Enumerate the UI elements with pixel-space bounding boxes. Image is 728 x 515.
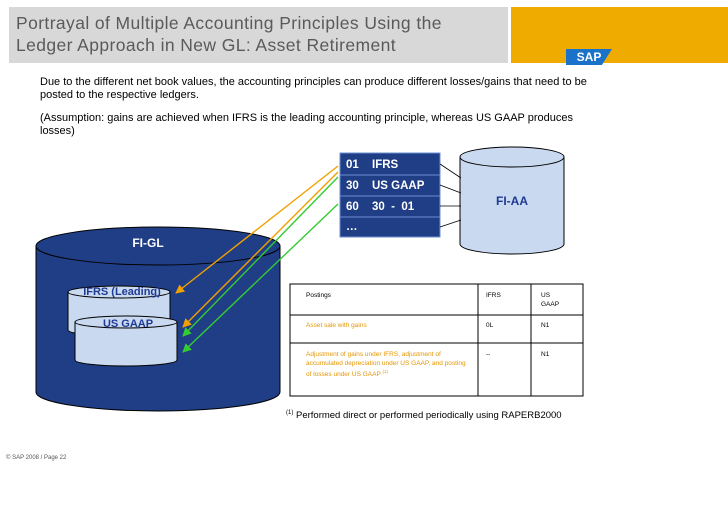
area-60-name: 30 - 01 bbox=[372, 201, 415, 213]
intro-paragraph-1: Due to the different net book values, th… bbox=[40, 76, 587, 101]
ifrs-gain-arrow bbox=[175, 165, 339, 294]
usgaap-gain-arrow bbox=[182, 171, 339, 328]
slide-title-line-2: Ledger Approach in New GL: Asset Retirem… bbox=[16, 35, 397, 55]
title-band bbox=[9, 7, 508, 63]
footnote-mark: (1) bbox=[286, 410, 294, 416]
fi-aa-label: FI-AA bbox=[496, 194, 528, 208]
table-row-2-usgaap: N1 bbox=[541, 351, 550, 358]
area-connectors bbox=[439, 163, 462, 228]
table-row-2-posting-text: Adjustment of gains under IFRS, adjustme… bbox=[306, 351, 466, 379]
usgaap-adjustment-arrow-1 bbox=[182, 176, 339, 337]
table-row-1-ifrs: 0L bbox=[486, 322, 494, 329]
area-30-name: US GAAP bbox=[372, 180, 425, 192]
table-header-ifrs: IFRS bbox=[486, 292, 501, 299]
page-footer: © SAP 2008 / Page 22 bbox=[6, 455, 67, 461]
table-row-1-posting: Asset sale with gains bbox=[306, 322, 367, 329]
fi-gl-label: FI-GL bbox=[132, 236, 163, 250]
area-60-code: 60 bbox=[346, 201, 359, 213]
depreciation-areas: 01 IFRS 30 US GAAP 60 30 - 01 … bbox=[339, 152, 441, 238]
usgaap-ledger-label: US GAAP bbox=[103, 318, 153, 330]
area-01-name: IFRS bbox=[372, 159, 399, 171]
area-30-code: 30 bbox=[346, 180, 359, 192]
postings-table bbox=[289, 283, 584, 397]
table-header-usgaap: US GAAP bbox=[541, 292, 560, 308]
intro-paragraph-2: (Assumption: gains are achieved when IFR… bbox=[40, 112, 573, 137]
slide-title-line-1: Portrayal of Multiple Accounting Princip… bbox=[16, 13, 442, 33]
usgaap-adjustment-arrow-2 bbox=[182, 203, 339, 353]
fi-aa-database: FI-AA bbox=[459, 146, 565, 255]
table-row-2-footnote-mark: (1) bbox=[382, 369, 388, 374]
table-row-2-ifrs: -- bbox=[486, 351, 491, 358]
table-row-1-usgaap: N1 bbox=[541, 322, 550, 329]
slide-title: Portrayal of Multiple Accounting Princip… bbox=[16, 12, 506, 56]
sap-logo: SAP bbox=[566, 49, 612, 65]
area-more-code: … bbox=[346, 221, 358, 233]
footnote: (1) Performed direct or performed period… bbox=[286, 410, 562, 421]
table-row-2-posting: Adjustment of gains under IFRS, adjustme… bbox=[306, 351, 468, 380]
brand-band bbox=[511, 7, 728, 63]
footnote-text: Performed direct or performed periodical… bbox=[295, 410, 562, 422]
usgaap-ledger-database: US GAAP bbox=[74, 315, 178, 367]
ifrs-ledger-label: IFRS (Leading) bbox=[83, 286, 161, 298]
table-header-postings: Postings bbox=[306, 292, 331, 299]
area-01-code: 01 bbox=[346, 159, 359, 171]
